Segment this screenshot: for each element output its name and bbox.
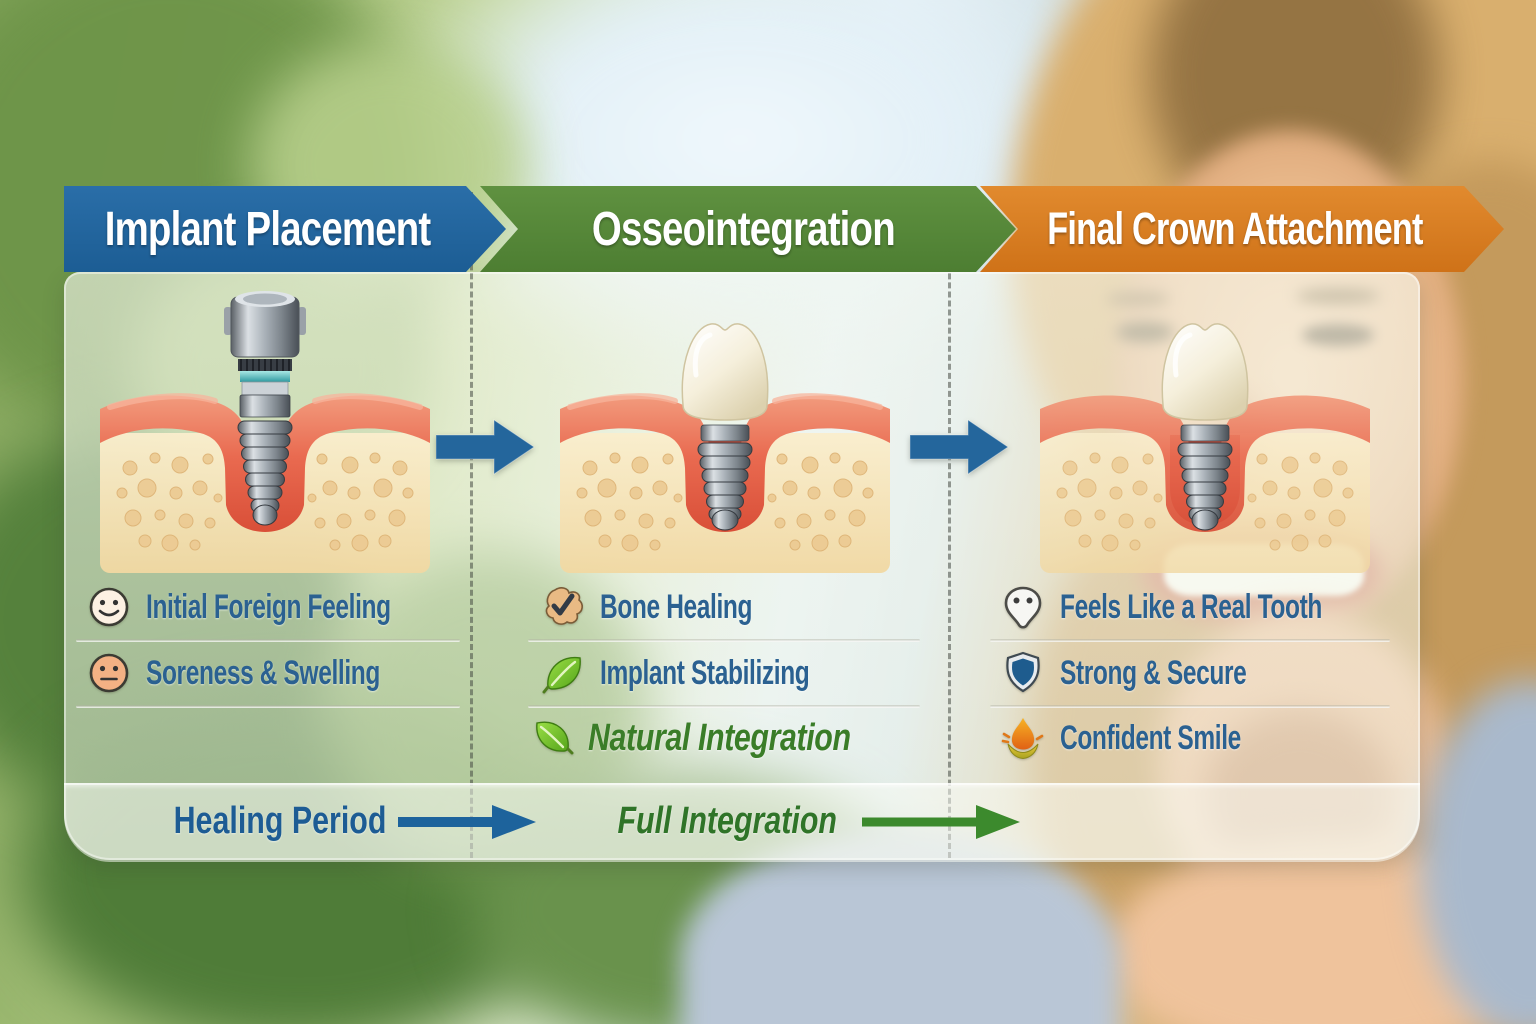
row-divider [990, 705, 1390, 708]
timeline-label-full-integration: Full Integration [617, 800, 837, 842]
feature-label: Soreness & Swelling [146, 653, 380, 692]
row-divider [528, 705, 920, 708]
feature-label: Bone Healing [600, 587, 753, 626]
banner-implant-placement: Implant Placement [64, 186, 506, 272]
implant-with-healing-cap [224, 291, 306, 526]
shield-icon [1006, 651, 1040, 693]
feature-row: Bone Healing [540, 577, 811, 637]
gum [100, 395, 430, 532]
feature-label: Confident Smile [1060, 718, 1241, 757]
stage-arrow-right-icon [910, 419, 1009, 475]
column-divider-dashed [470, 192, 473, 858]
green-right-arrow-icon [862, 805, 1020, 839]
feature-row: Soreness & Swelling [86, 643, 471, 703]
feature-row: Initial Foreign Feeling [86, 577, 486, 637]
crown [1161, 323, 1249, 421]
banner-label: Final Crown Attachment [1047, 203, 1423, 254]
bone-check-icon [545, 587, 583, 625]
illustration-implant-healing-cap [100, 291, 430, 573]
stage-arrow-right-icon [436, 419, 535, 475]
illustration-implant-crown [560, 323, 890, 573]
row-divider [76, 639, 460, 642]
crown [681, 323, 769, 421]
row-divider [528, 639, 920, 642]
feature-label: Initial Foreign Feeling [146, 587, 391, 626]
leaf-icon [542, 656, 581, 694]
feature-label: Strong & Secure [1060, 653, 1247, 692]
feature-row: Implant Stabilizing [540, 643, 891, 703]
feature-row: Strong & Secure [1000, 643, 1319, 703]
column-divider-dashed [948, 192, 951, 858]
feature-row: Confident Smile [1000, 708, 1311, 768]
banner-final-crown-attachment: Final Crown Attachment [980, 186, 1504, 272]
timeline-strip [64, 783, 1420, 862]
banner-label: Implant Placement [105, 202, 431, 256]
happy-face-icon [89, 587, 129, 627]
feature-label: Implant Stabilizing [600, 653, 810, 692]
timeline-label-healing-period: Healing Period [173, 800, 387, 842]
feature-label: Natural Integration [588, 716, 851, 759]
woman-sweater-shoulder [680, 830, 1120, 1024]
row-divider [990, 639, 1390, 642]
banner-osseointegration: Osseointegration [480, 186, 1016, 272]
flame-smile-icon [1001, 718, 1044, 760]
bone-texture [576, 452, 874, 552]
bone-texture [1056, 452, 1354, 552]
blue-right-arrow-icon [398, 805, 536, 839]
implant-with-crown [681, 323, 769, 531]
illustration-implant-crown-final [1040, 323, 1370, 573]
leaf-icon [536, 721, 574, 755]
bone-texture [116, 452, 414, 552]
feature-label: Feels Like a Real Tooth [1060, 587, 1322, 626]
row-divider [76, 705, 460, 708]
banner-label: Osseointegration [591, 202, 895, 256]
feature-row: Feels Like a Real Tooth [1000, 577, 1424, 637]
sore-face-icon [89, 653, 129, 693]
tooth-face-icon [1004, 586, 1042, 629]
gum [1040, 395, 1370, 532]
implant-with-crown [1161, 323, 1249, 531]
gum [560, 395, 890, 532]
feature-row: Natural Integration [528, 708, 916, 768]
